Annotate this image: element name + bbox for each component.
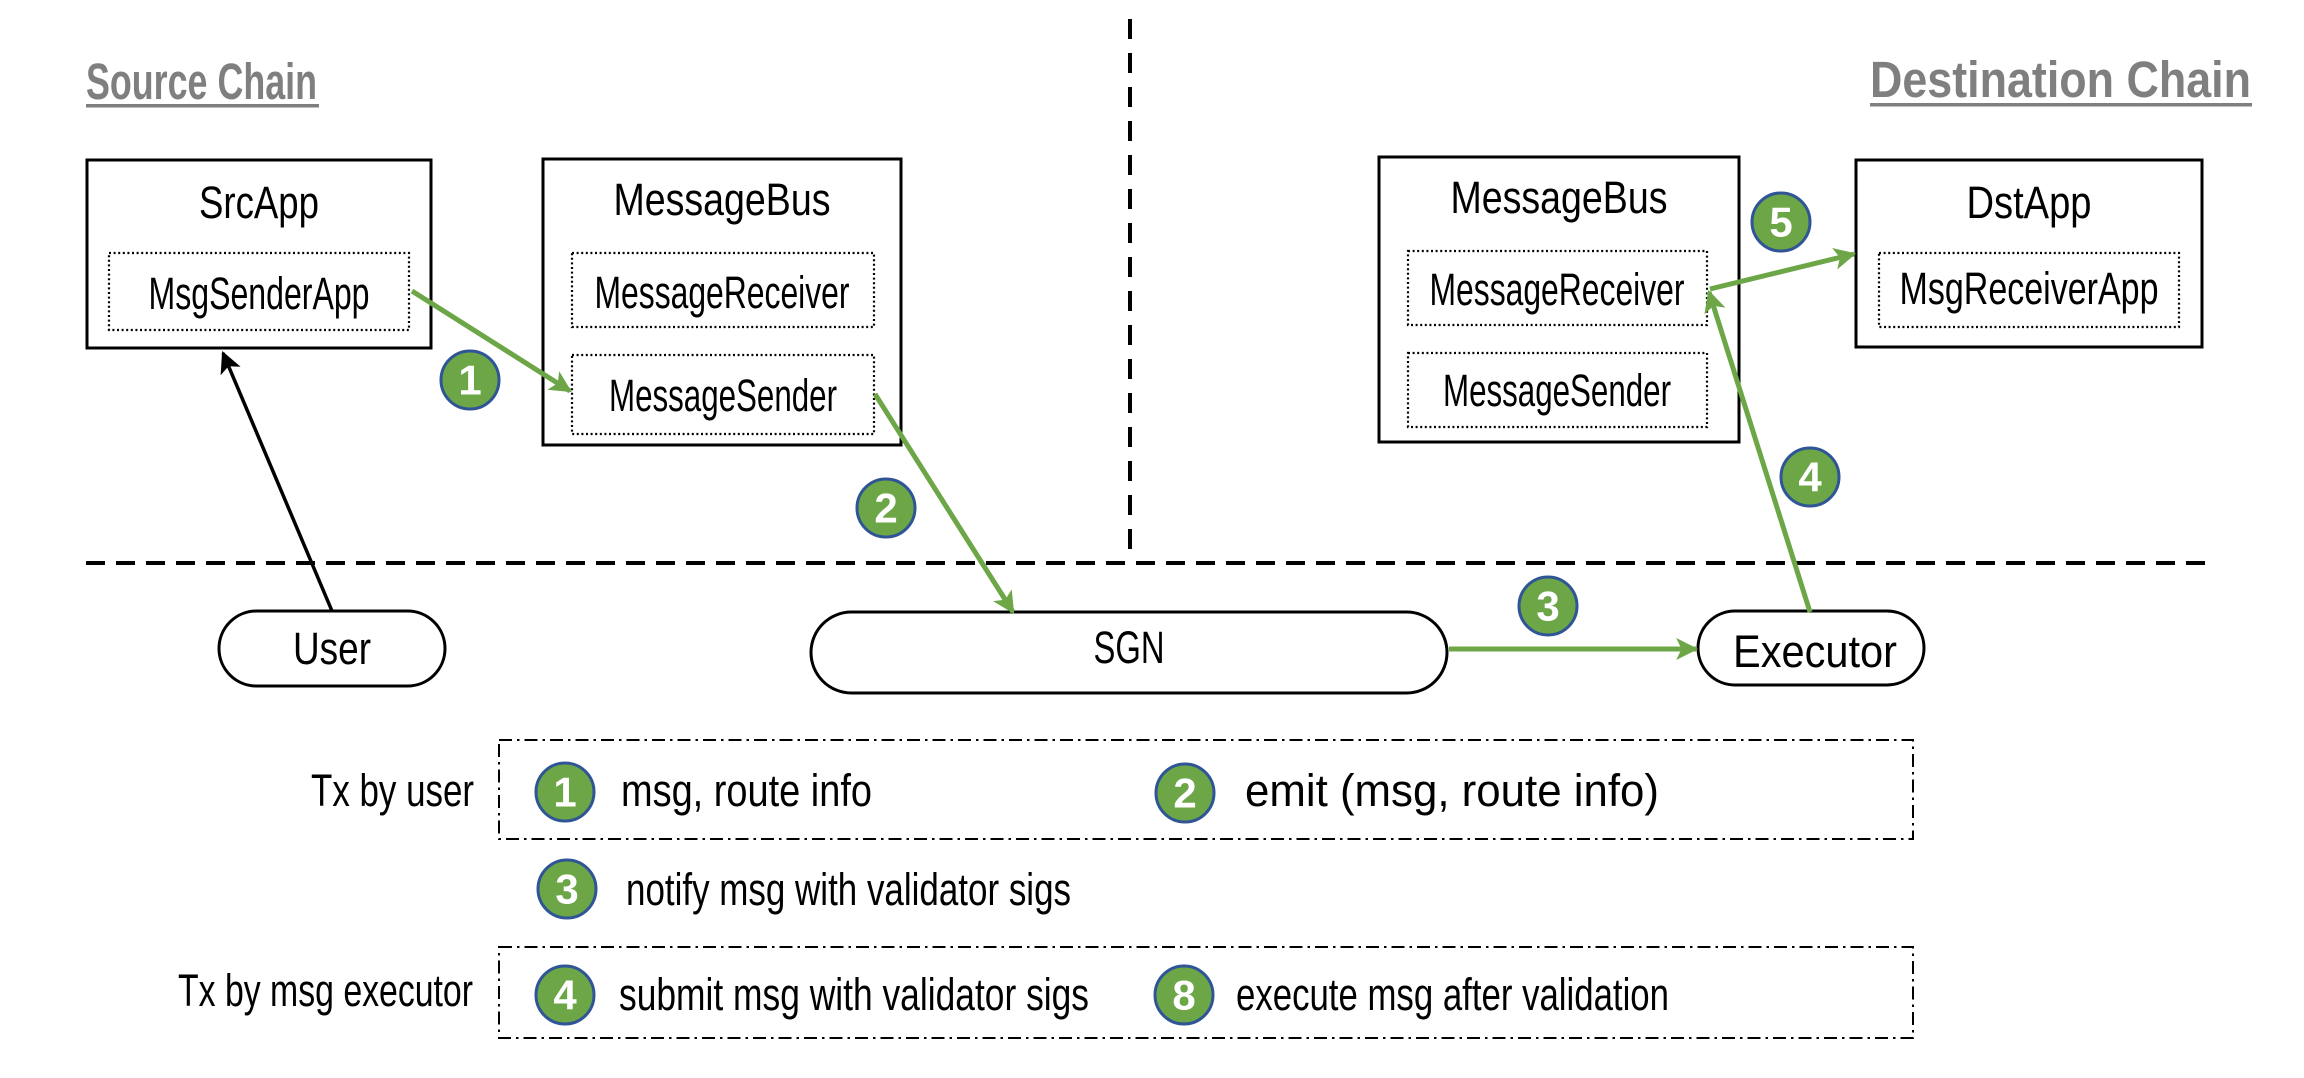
svg-text:SrcApp: SrcApp [199, 177, 319, 228]
svg-text:2: 2 [874, 485, 897, 532]
svg-text:4: 4 [1798, 454, 1822, 501]
svg-text:SGN: SGN [1094, 622, 1165, 673]
svg-text:MessageBus: MessageBus [1451, 172, 1668, 223]
svg-text:3: 3 [1536, 583, 1559, 630]
svg-text:emit (msg, route info): emit (msg, route info) [1245, 765, 1659, 816]
svg-text:Destination Chain: Destination Chain [1870, 51, 2251, 108]
svg-text:4: 4 [553, 972, 577, 1019]
svg-text:MsgSenderApp: MsgSenderApp [149, 268, 370, 319]
svg-text:Tx by msg executor: Tx by msg executor [178, 965, 473, 1016]
svg-text:submit msg with validator sigs: submit msg with validator sigs [619, 969, 1089, 1020]
svg-text:8: 8 [1172, 972, 1195, 1019]
svg-text:Executor: Executor [1733, 626, 1897, 677]
svg-text:3: 3 [555, 866, 578, 913]
svg-text:DstApp: DstApp [1967, 177, 2092, 228]
svg-text:MessageSender: MessageSender [609, 370, 837, 421]
svg-text:Source Chain: Source Chain [86, 53, 317, 110]
svg-text:Tx by user: Tx by user [311, 765, 474, 816]
svg-text:1: 1 [553, 769, 576, 816]
svg-text:MessageSender: MessageSender [1443, 365, 1671, 416]
svg-text:2: 2 [1173, 770, 1196, 817]
svg-text:1: 1 [458, 357, 481, 404]
svg-text:MsgReceiverApp: MsgReceiverApp [1900, 263, 2159, 314]
svg-text:5: 5 [1769, 199, 1792, 246]
svg-text:execute msg after validation: execute msg after validation [1236, 969, 1669, 1020]
svg-text:notify msg with validator sigs: notify msg with validator sigs [626, 864, 1071, 915]
svg-text:msg, route info: msg, route info [621, 765, 872, 816]
svg-text:MessageBus: MessageBus [614, 174, 831, 225]
svg-text:User: User [293, 623, 371, 674]
svg-text:MessageReceiver: MessageReceiver [595, 267, 850, 318]
svg-text:MessageReceiver: MessageReceiver [1430, 264, 1685, 315]
